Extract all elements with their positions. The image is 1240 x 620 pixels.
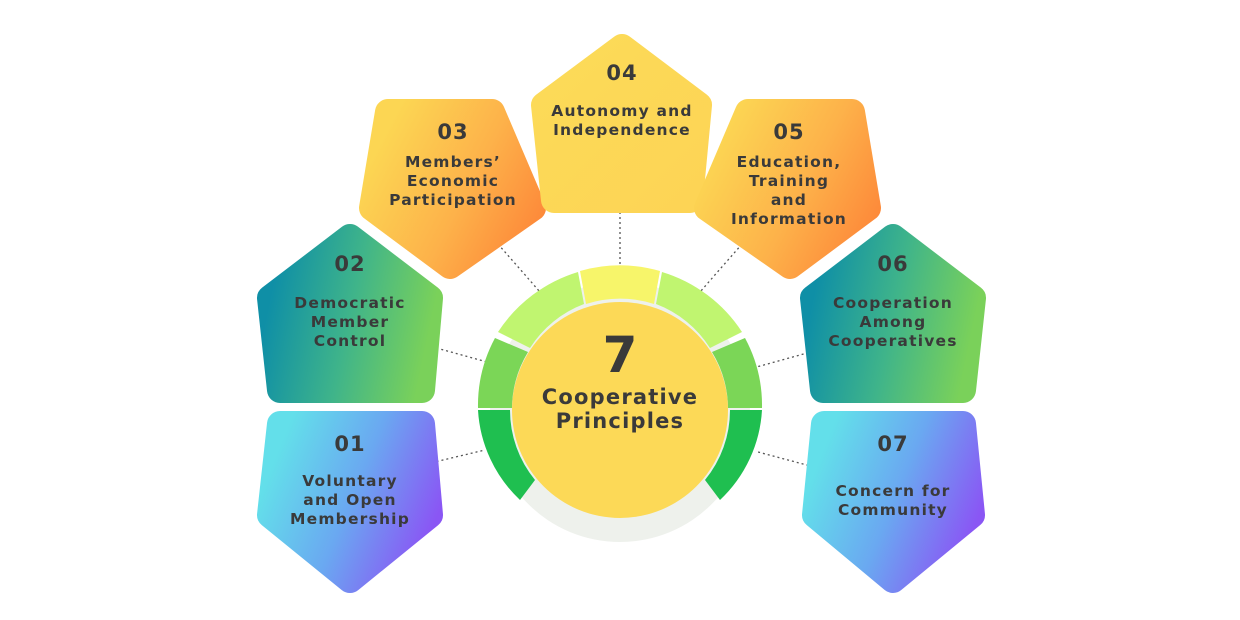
- principle-06: 06 Cooperation Among Cooperatives: [808, 252, 978, 351]
- pentagon-07: [802, 411, 985, 593]
- principle-05-label: Education, Training and Information: [730, 153, 848, 228]
- center-disc: [512, 302, 728, 518]
- ring-segment-02: [477, 338, 528, 408]
- principle-07-label: Concern for Community: [835, 482, 951, 519]
- ring-segment-04: [580, 265, 660, 304]
- connector-03: [497, 243, 541, 293]
- principle-07: 07 Concern for Community: [808, 432, 978, 520]
- principle-03-label: Members’ Economic Participation: [389, 153, 517, 209]
- pentagon-06: [800, 224, 986, 403]
- principle-03: 03 Members’ Economic Participation: [368, 120, 538, 210]
- principle-04-number: 04: [606, 61, 638, 85]
- principle-06-label: Cooperation Among Cooperatives: [828, 294, 958, 350]
- pentagon-02: [257, 224, 443, 403]
- principle-05-number: 05: [773, 120, 805, 144]
- principle-01-number: 01: [334, 432, 366, 456]
- ring-segment-05: [656, 272, 742, 348]
- principle-02-label: Democratic Member Control: [294, 294, 406, 350]
- principle-06-number: 06: [877, 252, 909, 276]
- connector-05: [699, 243, 743, 293]
- ring-segment-06: [712, 338, 763, 408]
- ring-segment-01: [478, 410, 535, 500]
- center-ring: [477, 265, 763, 542]
- principle-03-number: 03: [437, 120, 469, 144]
- principle-04-label: Autonomy and Independence: [551, 102, 693, 139]
- pentagon-01: [257, 411, 443, 593]
- principle-04: 04 Autonomy and Independence: [527, 61, 717, 140]
- principle-05: 05 Education, Training and Information: [704, 120, 874, 229]
- principle-02: 02 Democratic Member Control: [265, 252, 435, 351]
- principle-01: 01 Voluntary and Open Membership: [265, 432, 435, 529]
- center-title: Cooperative Principles: [541, 385, 699, 433]
- pentagon-04: [531, 34, 712, 213]
- pentagon-05: [694, 99, 881, 279]
- principle-07-number: 07: [877, 432, 909, 456]
- ring-segment-03: [498, 272, 584, 348]
- principle-02-number: 02: [334, 252, 366, 276]
- principle-01-label: Voluntary and Open Membership: [289, 472, 410, 528]
- pentagon-shapes: [257, 34, 986, 593]
- center-number: 7: [602, 326, 638, 384]
- pentagon-03: [359, 99, 546, 279]
- ring-segment-07: [705, 410, 762, 500]
